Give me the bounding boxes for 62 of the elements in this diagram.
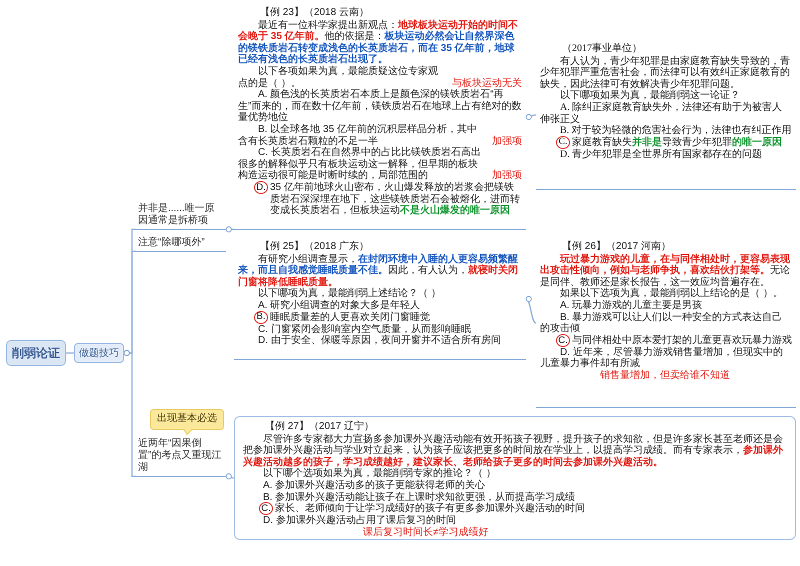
connector-line [526,114,536,120]
example-heading: （2017事业单位） [561,43,643,55]
answer-option: A. 除纠正家庭教育缺失外，法律还有助于为被害人伸张正义 [540,102,792,126]
question-prompt: 如果以下选项为真，最能削弱以上结论的是（ ）。 [559,288,784,300]
callout-text: 出现基本必选 [156,413,218,425]
answer-option: D. 由于安全、保暖等原因，夜间开窗并不适合所有房间 [238,335,522,347]
answer-option: D. 参加课外兴趣活动占用了课后复习的时间 [243,515,787,527]
example-heading: 【例 27】（2017 辽宁） [264,421,375,433]
answer-option: A. 参加课外兴趣活动多的孩子更能获得老师的关心 [243,480,787,492]
annotation-note: 销售量增加，但卖给谁不知道 [599,370,731,382]
answer-option: A. 颜色浅的长英质岩石本质上是颜色深的镁铁质岩石“再生”而来的，而在数十亿年前，镁铁质岩石在地球上占有绝对的数量优势地位 [238,89,522,124]
connector-line [124,350,136,477]
question-stem: 有人认为，青少年犯罪是由家庭教育缺失导致的，青少年犯罪严重危害社会，而法律可以有效纠正家庭教育的缺失，因此法律可有效解决青少年犯罪问题。 [540,56,791,90]
answer-option: C. 门窗紧闭会影响室内空气质量，从而影响睡眠 [238,324,522,336]
answer-option: 家长、老师倾向于让学习成绩好的孩子有更多参加课外兴趣活动的时间 [275,503,787,515]
answer-option: 35 亿年前地球火山密布，火山爆发释放的岩浆会把镁铁质岩石深深埋在地下，这些镁铁质岩石会被熔化，进而转变成长英质岩石，但板块运动不是火山爆发的唯一原因 [270,182,522,217]
annotation-note: 加强项 [492,170,522,182]
example-panel [536,238,796,408]
example-panel [234,4,526,230]
connector-line [526,297,536,324]
connector-line [226,226,234,232]
correct-answer-letter: C. [556,334,570,347]
example-heading: 【例 23】（2018 云南） [259,7,370,19]
question-prompt: 以下哪项为真，最能削弱上述结论？（ ） [257,288,442,300]
answer-option: D. 近年来，尽管暴力游戏销售量增加，但现实中的儿童暴力事件却有所减 [540,346,792,370]
example-panel [234,238,526,360]
answer-option: D. 青少年犯罪是全世界所有国家都存在的问题 [540,148,792,160]
answer-option: B. 暴力游戏可以让人们以一种安全的方式表达自己的攻击倾 [540,312,792,335]
central-topic: 削弱论证 [6,340,66,366]
branch-topic: 并非是......唯一原因通常是拆桥项 [136,202,226,230]
example-heading: 【例 25】（2018 广东） [259,241,370,253]
correct-answer-letter: C. [259,502,273,516]
answer-option: A. 玩暴力游戏的儿童主要是男孩 [540,300,792,312]
answer-option: B. 对于较为轻微的危害社会行为，法律也有纠正作用 [540,125,792,137]
correct-answer-letter: B. [254,310,268,324]
main-topic: 做题技巧 [74,343,124,363]
question-prompt: 以下哪项如果为真，最能削弱这一论证？ [559,90,741,102]
answer-option: B. 以全球各地 35 亿年前的沉积层样品分析，其中含有长英质岩石颗粒的不足一半 [238,124,484,148]
annotation-note: 课后复习时间长≠学习成绩好 [362,526,490,538]
connector-line [226,473,234,480]
example-panel [234,416,796,540]
answer-option: C. 长英质岩石在自然界中的占比比镁铁质岩石高出很多的解释似乎只有板块运动这一解释，但早期的板块构造运动很可能是时断时续的，局部范围的 [238,147,484,182]
annotation-note: 加强项 [492,136,522,148]
answer-option: A. 研究小组调查的对象大多是年轻人 [238,300,522,312]
correct-answer-letter: D. [254,180,268,194]
callout-bubble [150,409,224,435]
question-prompt: 以下各项如果为真，最能质疑这位专家观点的是（ ）。 [238,66,439,89]
question-stem: 有研究小组调查显示，在封闭环境中入睡的人更容易频繁醒来，而且自我感觉睡眠质量不佳。因此，有人认为，就寝时关闭门窗将降低睡眠质量。 [238,254,519,288]
correct-answer-letter: C. [556,136,570,149]
answer-option: B. 参加课外兴趣活动能让孩子在上课时求知欲更强，从而提高学习成绩 [243,492,787,504]
answer-option: 与同伴相处中原本爱打架的儿童更喜欢玩暴力游戏 [572,334,792,346]
example-heading: 【例 26】（2017 河南） [561,241,672,253]
answer-option: 睡眠质量差的人更喜欢关闭门窗睡觉 [270,312,522,324]
question-prompt: 以下哪个选项如果为真，最能削弱专家的推论？（ ） [262,468,497,480]
branch-topic: 近两年“因果倒置”的考点又重现江湖 [136,437,226,477]
question-stem: 尽管许多专家都大力宣扬多参加课外兴趣活动能有效开拓孩子视野，提升孩子的求知欲，但是许多家长甚至老师还是会把参加课外兴趣活动与学业对立起来，认为孩子应该把更多的时间放在学业上，以提高学习成绩。而有专家表示，参加课外兴趣活动越多的孩子，学习成绩越好，建议家长、老师给孩子更多的时间去参加课外兴趣活动。 [243,434,784,468]
question-stem: 最近有一位科学家提出新观点：地球板块运动开始的时间不会晚于 35 亿年前。他的依据是：板块运动必然会让自然界深色的镁铁质岩石转变成浅色的长英质岩石，而在 35 亿年前，地球已经有浅色的长英质岩石出现了。 [238,20,519,66]
example-panel [536,40,796,190]
annotation-note: 与板块运动无关 [452,78,522,89]
branch-topic: 注意“除哪项外” [136,236,226,252]
answer-option: 家庭教育缺失并非是导致青少年犯罪的唯一原因 [572,136,792,148]
question-stem: 玩过暴力游戏的儿童，在与同伴相处时，更容易表现出攻击性倾向，例如与老师争执，喜欢结伙打架等。无论是同伴、教师还是家长报告，这一效应均普遍存在。 [540,254,791,288]
